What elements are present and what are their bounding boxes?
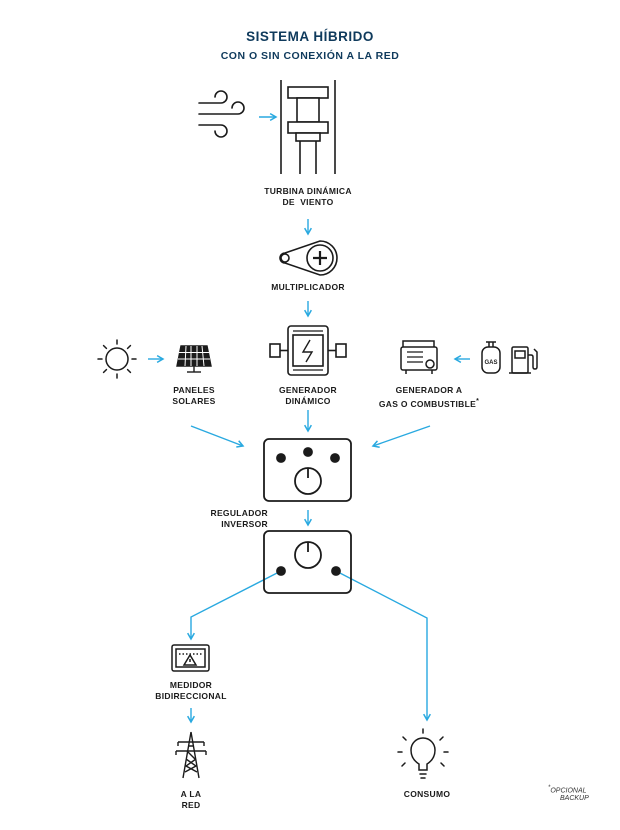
- arrow-gasgen-to-regulator: [371, 425, 431, 448]
- solar-label-line1: PANELES: [173, 385, 215, 395]
- turbine-label: TURBINA DINÁMICA DE VIENTO: [238, 186, 378, 208]
- consumption-label: CONSUMO: [377, 789, 477, 800]
- turbine-label-line1: TURBINA DINÁMICA: [264, 186, 352, 196]
- generator-label-line2: DINÁMICO: [285, 396, 331, 406]
- arrow-inverter-to-consumption: [335, 570, 432, 722]
- arrow-inverter-to-meter: [186, 570, 282, 641]
- gas-bottle-icon: GAS: [481, 341, 501, 374]
- gas-generator-label-line2: GAS O COMBUSTIBLE: [378, 398, 477, 409]
- solar-label-line2: SOLARES: [172, 396, 216, 406]
- consumption-label-line1: CONSUMO: [403, 789, 451, 799]
- meter-label-line2: BIDIRECCIONAL: [155, 691, 227, 701]
- footnote-text-1: OPCIONAL: [550, 787, 587, 795]
- generator-label: GENERADOR DINÁMICO: [258, 385, 358, 407]
- portable-generator-icon: [400, 340, 438, 374]
- gas-generator-footnote-mark: *: [476, 398, 480, 405]
- solar-panel-icon: [176, 345, 212, 373]
- multiplier-label-line1: MULTIPLICADOR: [271, 282, 345, 292]
- gear-multiplier-icon: [279, 240, 338, 276]
- gas-bottle-label: GAS: [484, 360, 497, 366]
- sun-icon: [97, 339, 137, 379]
- diagram-subtitle: CON O SIN CONEXIÓN A LA RED: [220, 50, 400, 62]
- grid-label-line1: A LA: [180, 789, 202, 799]
- dynamo-generator-icon: [269, 325, 347, 376]
- meter-icon: [171, 644, 210, 672]
- regulator-box: [263, 438, 352, 502]
- turbine-label-line2: DE VIENTO: [282, 197, 334, 207]
- wind-icon: [198, 90, 245, 138]
- footnote-line1: *OPCIONAL: [548, 784, 589, 795]
- regulator-label-line1: REGULADOR: [210, 508, 268, 518]
- wind-turbine-icon: [280, 80, 336, 174]
- arrow-solar-to-regulator: [190, 425, 245, 448]
- footnote: *OPCIONAL BACKUP: [548, 784, 589, 803]
- meter-label: MEDIDOR BIDIRECCIONAL: [136, 680, 246, 702]
- fuel-pump-icon: [509, 346, 538, 374]
- diagram-title: SISTEMA HÍBRIDO: [246, 29, 374, 44]
- meter-label-line1: MEDIDOR: [169, 680, 213, 690]
- inverter-box: [263, 530, 352, 594]
- power-tower-icon: [175, 731, 207, 779]
- gas-generator-label: GENERADOR A GAS O COMBUSTIBLE*: [359, 385, 499, 410]
- gas-generator-label-line2-wrap: GAS O COMBUSTIBLE*: [359, 396, 499, 410]
- footnote-mark: *: [548, 785, 551, 791]
- generator-label-line1: GENERADOR: [279, 385, 337, 395]
- footnote-line2: BACKUP: [560, 795, 589, 803]
- grid-label-line2: RED: [181, 800, 201, 810]
- gas-generator-label-line1: GENERADOR A: [395, 385, 463, 395]
- regulator-label-line2: INVERSOR: [221, 519, 268, 529]
- solar-label: PANELES SOLARES: [144, 385, 244, 407]
- light-bulb-icon: [397, 728, 449, 779]
- regulator-label: REGULADOR INVERSOR: [188, 508, 268, 530]
- multiplier-label: MULTIPLICADOR: [238, 282, 378, 293]
- flow-arrows: [148, 112, 470, 724]
- grid-label: A LA RED: [151, 789, 231, 811]
